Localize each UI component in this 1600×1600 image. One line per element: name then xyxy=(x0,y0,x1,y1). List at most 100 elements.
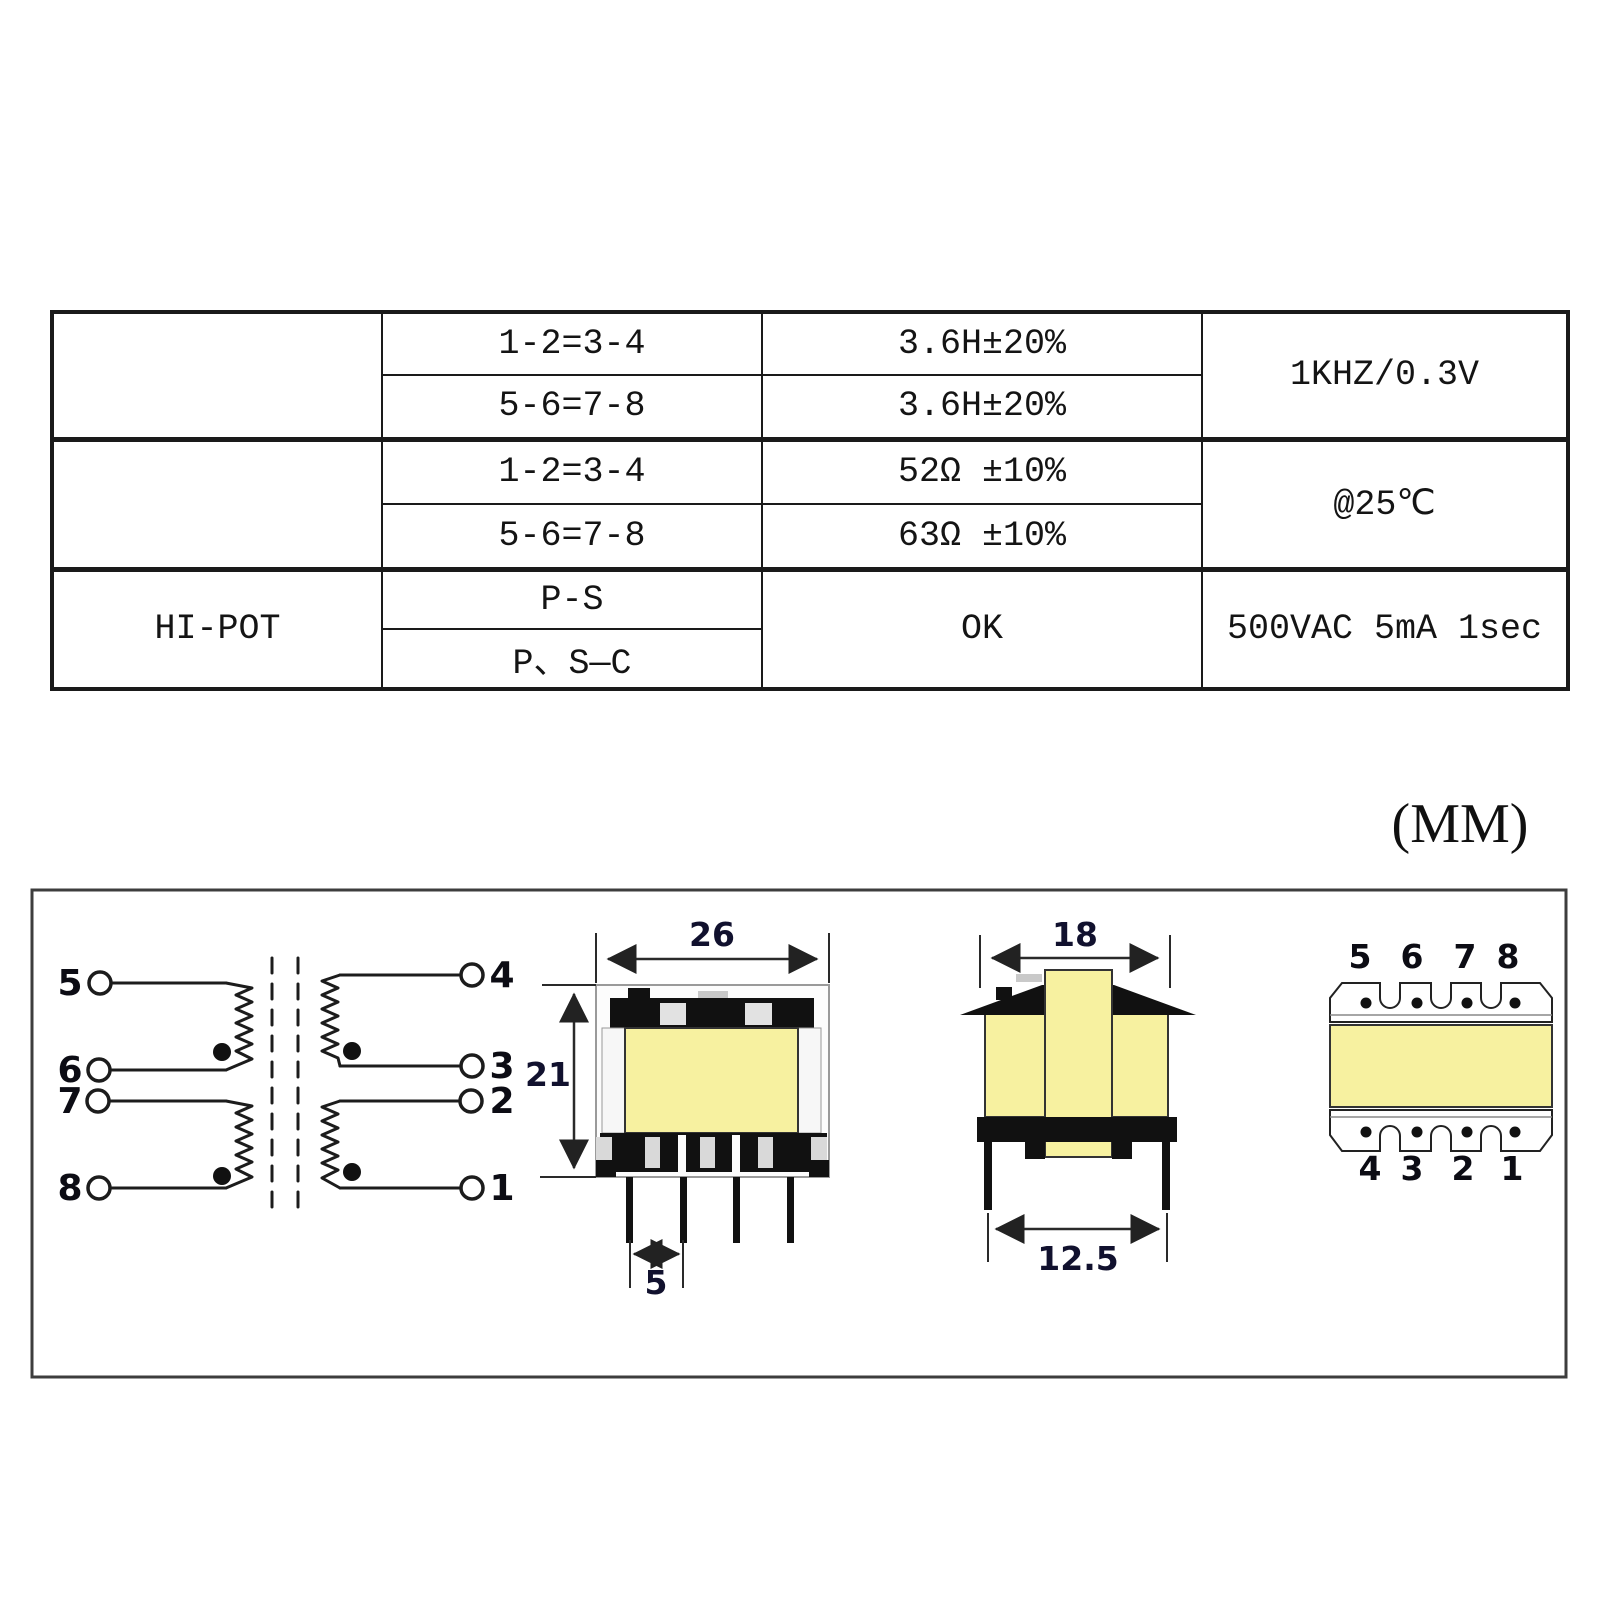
secondary-coil-lower xyxy=(320,1099,342,1190)
pin-dot xyxy=(1411,1126,1423,1138)
front-foot xyxy=(596,1160,616,1177)
bottom-view-labels: 5 6 7 8 4 3 2 1 xyxy=(1349,937,1524,1188)
front-pin xyxy=(626,1177,633,1243)
bv-pin-label-5: 5 xyxy=(1349,937,1372,976)
winding-schematic xyxy=(85,956,485,1212)
dim-side-width: 18 xyxy=(1052,915,1098,954)
bottom-flange-top xyxy=(1329,982,1553,1023)
polarity-dot xyxy=(343,1042,361,1060)
pin-label-6: 6 xyxy=(57,1050,82,1091)
front-foot xyxy=(809,1160,829,1177)
front-bobbin-strip xyxy=(601,1027,626,1134)
polarity-dot xyxy=(343,1163,361,1181)
terminal-5 xyxy=(87,970,113,996)
pin-dot xyxy=(1509,997,1521,1009)
front-dimensions xyxy=(540,933,830,1288)
condition-cell: 500VAC 5mA 1sec xyxy=(1201,566,1569,690)
side-winding-right xyxy=(1111,1011,1169,1118)
pin-dot xyxy=(1461,997,1473,1009)
winding-cell: P、S—C xyxy=(381,628,763,690)
terminal-3 xyxy=(459,1053,485,1079)
front-pin xyxy=(787,1177,794,1243)
value-cell: 3.6H±20% xyxy=(761,374,1203,440)
pin-label-8: 8 xyxy=(57,1168,82,1209)
side-view xyxy=(960,969,1196,1210)
terminal-2 xyxy=(458,1088,484,1114)
dimension-drawing: 5 6 7 8 4 3 2 1 xyxy=(30,888,1568,1379)
pin-label-4: 4 xyxy=(489,955,514,996)
front-slot xyxy=(678,1135,686,1172)
front-pin xyxy=(733,1177,740,1243)
pin-dot xyxy=(1360,1126,1372,1138)
terminal-1 xyxy=(459,1175,485,1201)
pin-dot xyxy=(1360,997,1372,1009)
param-cell-inductance xyxy=(51,311,383,440)
pin-label-2: 2 xyxy=(489,1081,514,1122)
value-cell: 63Ω ±10% xyxy=(761,503,1203,570)
secondary-coil-upper xyxy=(320,973,342,1068)
terminal-8 xyxy=(86,1175,112,1201)
front-pin xyxy=(680,1177,687,1243)
front-slot xyxy=(732,1135,740,1172)
winding-cell: P-S xyxy=(381,566,763,630)
winding-cell: 5-6=7-8 xyxy=(381,374,763,440)
bv-pin-label-6: 6 xyxy=(1401,937,1424,976)
side-winding-left xyxy=(984,1011,1046,1118)
terminal-6 xyxy=(86,1057,112,1083)
primary-coil-lower xyxy=(224,1099,254,1190)
bv-pin-label-1: 1 xyxy=(1501,1149,1524,1188)
front-top-tab xyxy=(628,988,650,1000)
polarity-dot xyxy=(213,1043,231,1061)
bottom-winding xyxy=(1329,1024,1553,1108)
param-cell-hipot: HI-POT xyxy=(51,566,383,690)
dim-pin-pitch: 5 xyxy=(645,1263,668,1302)
param-cell-resistance xyxy=(51,436,383,570)
front-winding xyxy=(624,1027,799,1134)
pin-label-5: 5 xyxy=(57,963,82,1004)
bottom-flange-bottom xyxy=(1329,1109,1553,1152)
pin-dot xyxy=(1411,997,1423,1009)
bv-pin-label-2: 2 xyxy=(1452,1149,1475,1188)
front-bobbin-strip xyxy=(797,1027,822,1134)
side-pin xyxy=(984,1142,992,1210)
winding-cell: 1-2=3-4 xyxy=(381,311,763,376)
result-cell: OK xyxy=(761,566,1203,690)
dim-front-width: 26 xyxy=(689,915,735,954)
condition-cell: @25℃ xyxy=(1201,436,1569,570)
front-core-notch xyxy=(660,1003,686,1025)
bv-pin-label-3: 3 xyxy=(1401,1149,1424,1188)
value-cell: 3.6H±20% xyxy=(761,311,1203,376)
side-knob xyxy=(996,987,1012,1000)
side-foot xyxy=(1025,1142,1045,1159)
schematic-pin-labels: 5 6 7 8 4 3 2 1 xyxy=(57,955,514,1209)
condition-cell: 1KHZ/0.3V xyxy=(1201,311,1569,440)
polarity-dot xyxy=(213,1167,231,1185)
winding-cell: 1-2=3-4 xyxy=(381,436,763,505)
front-top-tab-gray xyxy=(698,991,728,1000)
bv-pin-label-4: 4 xyxy=(1359,1149,1382,1188)
side-foot xyxy=(1112,1142,1132,1159)
side-dimensions xyxy=(979,935,1171,1262)
value-cell: 52Ω ±10% xyxy=(761,436,1203,505)
pin-label-1: 1 xyxy=(489,1168,514,1209)
bv-pin-label-8: 8 xyxy=(1497,937,1520,976)
front-core-notch xyxy=(745,1003,772,1025)
pin-label-7: 7 xyxy=(57,1081,82,1122)
dim-pin-span: 12.5 xyxy=(1037,1239,1118,1278)
terminal-4 xyxy=(459,962,485,988)
spec-table: 1-2=3-4 3.6H±20% 1KHZ/0.3V 5-6=7-8 3.6H±… xyxy=(50,310,1570,691)
side-pin xyxy=(1162,1142,1170,1210)
primary-coil-upper xyxy=(224,981,254,1072)
pin-dot xyxy=(1509,1126,1521,1138)
bv-pin-label-7: 7 xyxy=(1454,937,1477,976)
terminal-7 xyxy=(85,1088,111,1114)
front-view xyxy=(595,984,830,1243)
front-slot xyxy=(645,1137,660,1168)
front-slot xyxy=(700,1137,715,1168)
side-base xyxy=(977,1117,1177,1142)
winding-cell: 5-6=7-8 xyxy=(381,503,763,570)
unit-label: (MM) xyxy=(1391,793,1529,855)
front-slot xyxy=(758,1137,773,1168)
pin-dot xyxy=(1461,1126,1473,1138)
front-core-top xyxy=(610,998,814,1028)
